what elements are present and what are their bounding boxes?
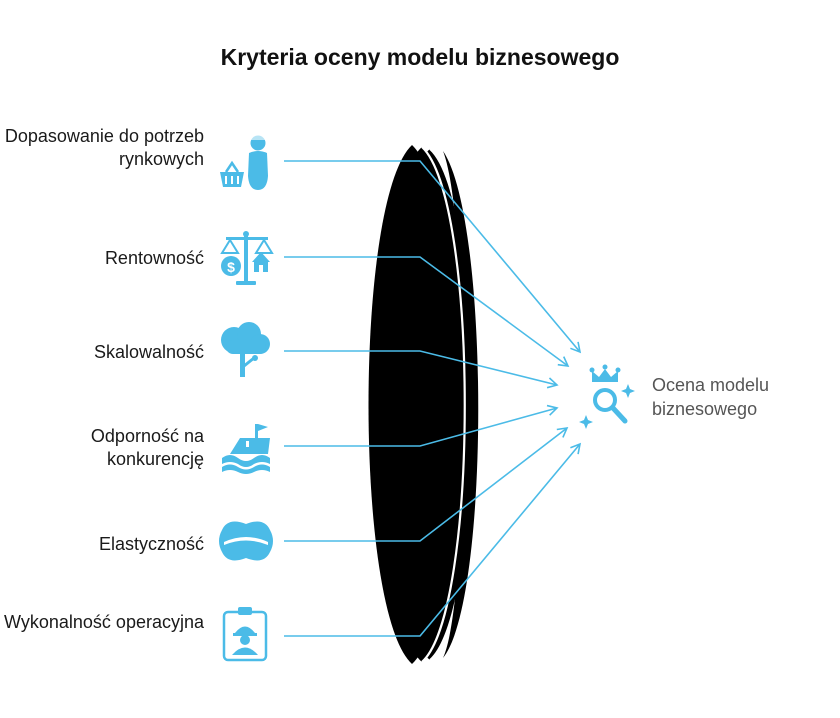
scalability-tree-icon [221, 322, 270, 377]
profitability-scale-icon: $ [220, 231, 274, 285]
connector-flexibility [284, 426, 569, 542]
criterion-label-operational-feasibility: Wykonalność operacyjna [4, 612, 204, 632]
connector-operational-feasibility [284, 442, 582, 637]
connector-scalability [284, 350, 559, 389]
flexibility-icon [219, 521, 273, 561]
criterion-label-flexibility: Elastyczność [98, 534, 204, 554]
connector-profitability [284, 256, 570, 367]
result-label: Ocena modelu biznesowego [652, 375, 770, 419]
criterion-label-scalability: Skalowalność [93, 342, 204, 362]
connector-market-fit [284, 160, 582, 354]
connector-lines [284, 160, 582, 637]
connector-competition-resistance [284, 404, 559, 447]
competition-resistance-icon [222, 424, 270, 474]
lens-shape [368, 145, 479, 664]
svg-text:$: $ [227, 259, 235, 275]
criterion-label-market-fit: Dopasowanie do potrzeb rynkowych [4, 126, 204, 169]
market-needs-icon [220, 133, 268, 190]
operational-feasibility-icon [222, 607, 268, 662]
evaluation-crown-icon [579, 364, 635, 429]
diagram-title: Kryteria oceny modelu biznesowego [220, 44, 620, 70]
criterion-label-profitability: Rentowność [104, 248, 204, 268]
criterion-label-competition-resistance: Odporność na konkurencję [90, 426, 204, 469]
